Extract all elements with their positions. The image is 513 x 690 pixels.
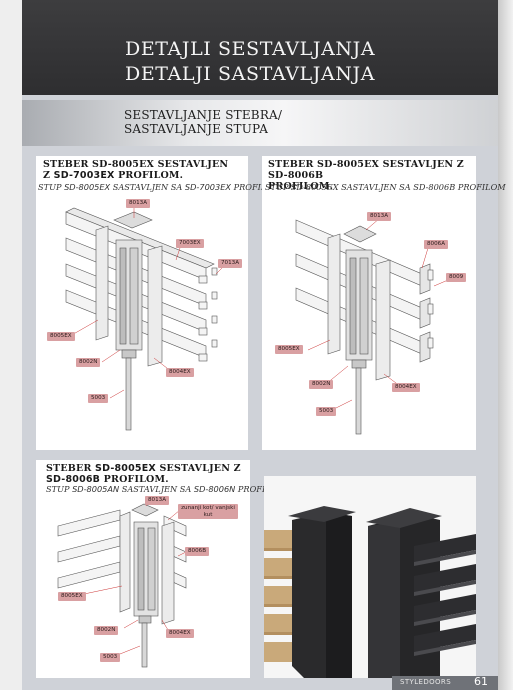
panel-1-caption: STUP SD-8005EX SASTAVLJEN SA SD-7003EX P… (38, 182, 281, 192)
panel-1-title-code: SD-7003EX (53, 170, 115, 181)
fence-post-photo (264, 476, 476, 678)
panel-1-caption-code1: SD-8005EX (64, 182, 111, 192)
panel-3-tag-8006b: 8006B (185, 547, 210, 556)
panel-1-title: STEBER SD-8005EX SESTAVLJEN Z SD-7003EX … (43, 159, 248, 181)
header-band (22, 0, 498, 95)
panel-3-caption-prefix: STUP (46, 484, 73, 494)
panel-2-tag-8002n: 8002N (309, 380, 334, 389)
panel-3-title-code1: SD-8005EX (95, 463, 156, 474)
panel-2-title-part1: STEBER SD-8005EX SESTAVLJEN Z SD-8006B (268, 159, 464, 181)
panel-3-exploded-drawing (57, 497, 187, 668)
section-title-line-2: SASTAVLJANJE STUPA (124, 122, 269, 136)
panel-2-tag-8013a: 8013A (367, 212, 392, 221)
panel-1-caption-code2: SD-7003EX (184, 182, 231, 192)
panel-3-tag-8004ex: 8004EX (166, 629, 194, 638)
panel-1-title-part2: Z (43, 170, 54, 181)
panel-3-title-part1: STEBER (46, 463, 96, 474)
panel-1-tag-8013a: 8013A (126, 199, 151, 208)
panel-2-caption: STUP-SD-8005EX SASTAVLJEN SA SD-8006B PR… (265, 182, 506, 192)
panel-1-tag-8002n: 8002N (76, 358, 101, 367)
panel-1-tag-5003: 5003 (88, 394, 109, 403)
page-title-line-2: DETALJI SASTAVLJANJA (125, 63, 376, 85)
panel-2-title: STEBER SD-8005EX SESTAVLJEN Z SD-8006B P… (268, 159, 478, 192)
panel-1-title-part3: PROFILOM. (114, 170, 184, 181)
panel-3-caption-suffix: PROFILOM (235, 484, 286, 494)
panel-2-tag-8006a: 8006A (424, 240, 449, 249)
page-title-line-1: DETAJLI SESTAVLJANJA (125, 38, 376, 60)
panel-2-tag-8009: 8009 (446, 273, 467, 282)
page-number: 61 (474, 675, 488, 688)
panel-3-title-code2: SD-8006B (46, 474, 101, 485)
panel-1-caption-mid: SASTAVLJEN SA (110, 182, 185, 192)
panel-2-exploded-drawing (295, 217, 449, 435)
panel-1-title-part1: STEBER SD-8005EX SESTAVLJEN (43, 159, 229, 170)
section-title-line-1: SESTAVLJANJE STEBRA/ (124, 108, 283, 122)
panel-3-tag-outer-corner: zunanji kot/ vanjski kut (178, 504, 238, 519)
panel-1-exploded-drawing (65, 206, 225, 431)
panel-3-title-part3: PROFILOM. (100, 474, 169, 485)
page-edge-shadow (498, 0, 513, 690)
panel-1-tag-7013a: 7013A (218, 259, 243, 268)
panel-1-tag-7003ex: 7003EX (176, 239, 204, 248)
panel-3-title-part2: SESTAVLJEN Z (155, 463, 241, 474)
panel-2-tag-8004ex: 8004EX (392, 383, 420, 392)
subtitle-band (22, 100, 498, 146)
footer-brand: STYLEDOORS (400, 678, 452, 686)
panel-3-tag-8005ex: 8005EX (58, 592, 86, 601)
panel-3-caption-mid: SASTAVLJEN SA (119, 484, 194, 494)
panel-3-tag-8002n: 8002N (94, 626, 119, 635)
panel-3-caption: STUP SD-8005AN SASTAVLJEN SA SD-8006N PR… (46, 484, 286, 494)
panel-1-tag-8005ex: 8005EX (47, 332, 75, 341)
panel-1-tag-8004ex: 8004EX (166, 368, 194, 377)
panel-3-title: STEBER SD-8005EX SESTAVLJEN Z SD-8006B P… (46, 463, 246, 485)
panel-1-caption-prefix: STUP (38, 182, 65, 192)
panel-3-tag-8013a: 8013A (145, 496, 170, 505)
panel-1-caption-suffix: PROFILOM (231, 182, 282, 192)
panel-3-tag-5003: 5003 (100, 653, 121, 662)
panel-3-caption-code1: SD-8005AN (72, 484, 120, 494)
fence-post-illustration (264, 476, 476, 678)
panel-2-title-part2: PROFILOM. (268, 181, 334, 192)
panel-2-tag-5003: 5003 (316, 407, 337, 416)
panel-2-tag-8005ex: 8005EX (275, 345, 303, 354)
footer-band (392, 676, 498, 690)
panel-3-caption-code2: SD-8006N (193, 484, 236, 494)
